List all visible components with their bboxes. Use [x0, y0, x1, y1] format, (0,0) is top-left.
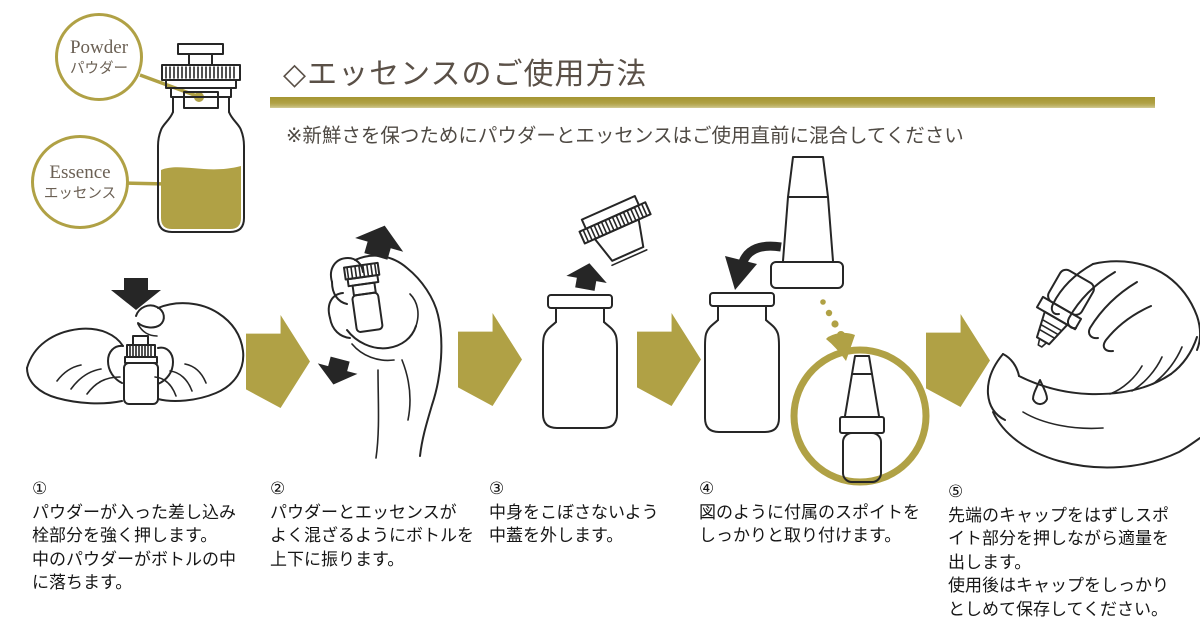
step1-text: パウダーが入った差し込み 栓部分を強く押します。 中のパウダーがボトルの中 に落… [32, 502, 236, 593]
freshness-note: ※新鮮さを保つためにパウダーとエッセンスはご使用直前に混合してください [286, 125, 964, 147]
step5-illustration [986, 260, 1200, 469]
step2-caption: ② パウダーとエッセンスが よく混ざるようにボトルを 上下に振ります。 [270, 477, 522, 571]
step3-text: 中身をこぼさないよう 中蓋を外します。 [489, 502, 659, 546]
upper-hand [1050, 260, 1200, 353]
bottle [542, 294, 618, 429]
step4-number: ④ [699, 479, 715, 498]
legend-bottle [157, 43, 245, 233]
dropper-cap [770, 156, 844, 289]
step3-illustration [542, 195, 652, 429]
attach-arrow-head-icon [725, 256, 757, 290]
page-title: ◇エッセンスのご使用方法 [283, 58, 648, 91]
essence-label-ja: エッセンス [43, 185, 117, 202]
left-hand [26, 327, 124, 405]
step2-number: ② [270, 479, 286, 498]
powder-label-ja: パウダー [70, 60, 128, 77]
step3-caption: ③ 中身をこぼさないよう 中蓋を外します。 [489, 477, 741, 548]
right-hand [135, 302, 245, 402]
step1-caption: ① パウダーが入った差し込み 栓部分を強く押します。 中のパウダーがボトルの中 … [32, 477, 284, 595]
inner-cap [578, 195, 652, 267]
essence-pointer-line [122, 181, 168, 186]
shake-up-arrow-icon [355, 225, 404, 260]
attach-arrow-tail [738, 241, 782, 264]
legend-bottle-illustration [122, 43, 245, 233]
step2-text: パウダーとエッセンスが よく混ざるようにボトルを 上下に振ります。 [270, 502, 474, 569]
shake-down-arrow-icon [317, 356, 358, 385]
essence-liquid [161, 166, 241, 229]
open-palm-hand [986, 336, 1200, 469]
essence-label: Essence エッセンス [31, 135, 129, 229]
essence-drop [1032, 379, 1048, 406]
assembled-dropper-bottle [839, 355, 885, 483]
remove-up-arrow-icon [566, 263, 607, 291]
step3-number: ③ [489, 479, 505, 498]
holding-hand [327, 254, 443, 459]
essence-label-en: Essence [49, 162, 111, 184]
cap-ribs [165, 66, 235, 79]
step2-illustration [317, 225, 443, 459]
step4-text: 図のように付属のスポイトを しっかりと取り付けます。 [699, 502, 920, 546]
dropper-bottle-tilted [1035, 268, 1095, 348]
vial [342, 261, 384, 333]
step5-caption: ⑤ 先端のキャップをはずしスポ イト部分を押しながら適量を 出します。 使用後は… [948, 480, 1200, 621]
step4-caption: ④ 図のように付属のスポイトを しっかりと取り付けます。 [699, 477, 951, 548]
bottle [704, 292, 780, 433]
powder-label-en: Powder [69, 37, 129, 59]
powder-label: Powder パウダー [55, 13, 143, 101]
step4-illustration [704, 156, 930, 486]
step1-illustration [26, 278, 245, 405]
step5-text: 先端のキャップをはずしスポ イト部分を押しながら適量を 出します。 使用後はキャ… [948, 505, 1169, 619]
step5-number: ⑤ [948, 482, 964, 501]
title-underline [270, 97, 1155, 108]
step1-number: ① [32, 479, 48, 498]
vial [123, 335, 159, 405]
press-down-arrow-icon [111, 278, 161, 310]
